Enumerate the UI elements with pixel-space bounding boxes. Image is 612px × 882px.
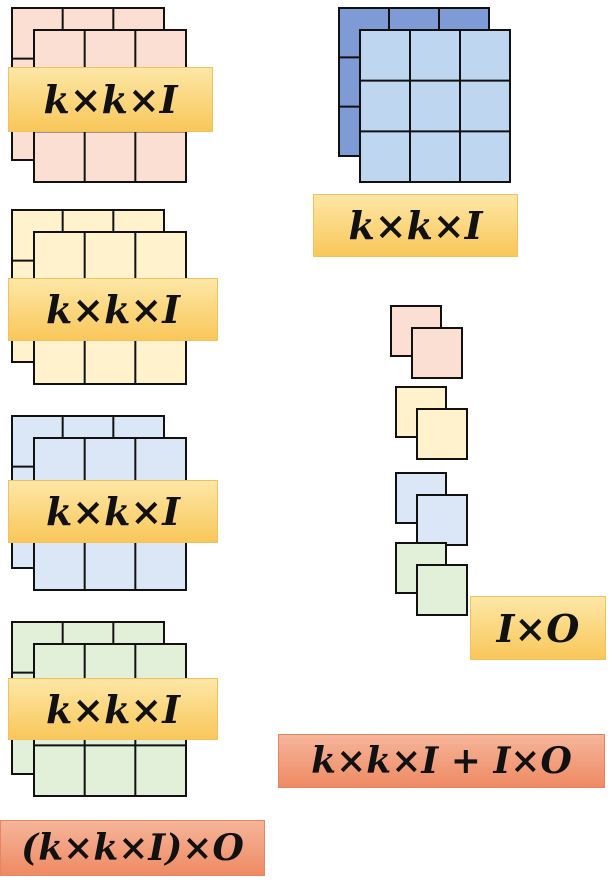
depthwise-front-grid-bg	[359, 29, 511, 183]
standard-conv-total-label: (k×k×I)×O	[0, 820, 265, 876]
filter-label-2: k×k×I	[8, 278, 218, 341]
filter-label-3: k×k×I	[8, 480, 218, 543]
pointwise-4-front-square	[416, 564, 468, 616]
filter-label-1: k×k×I	[8, 67, 213, 132]
depthwise-filter-stack	[338, 7, 511, 183]
filter-label-4: k×k×I	[8, 678, 218, 740]
depthwise-front-grid	[359, 29, 511, 183]
pointwise-2-front-square	[416, 408, 468, 460]
pointwise-1-front-square	[411, 327, 463, 379]
separable-conv-total-label: k×k×I + I×O	[278, 734, 605, 788]
pointwise-label: I×O	[470, 596, 606, 660]
pointwise-3-front-square	[416, 494, 468, 546]
pointwise-filter-stack	[390, 305, 468, 616]
depthwise-label: k×k×I	[313, 194, 518, 257]
